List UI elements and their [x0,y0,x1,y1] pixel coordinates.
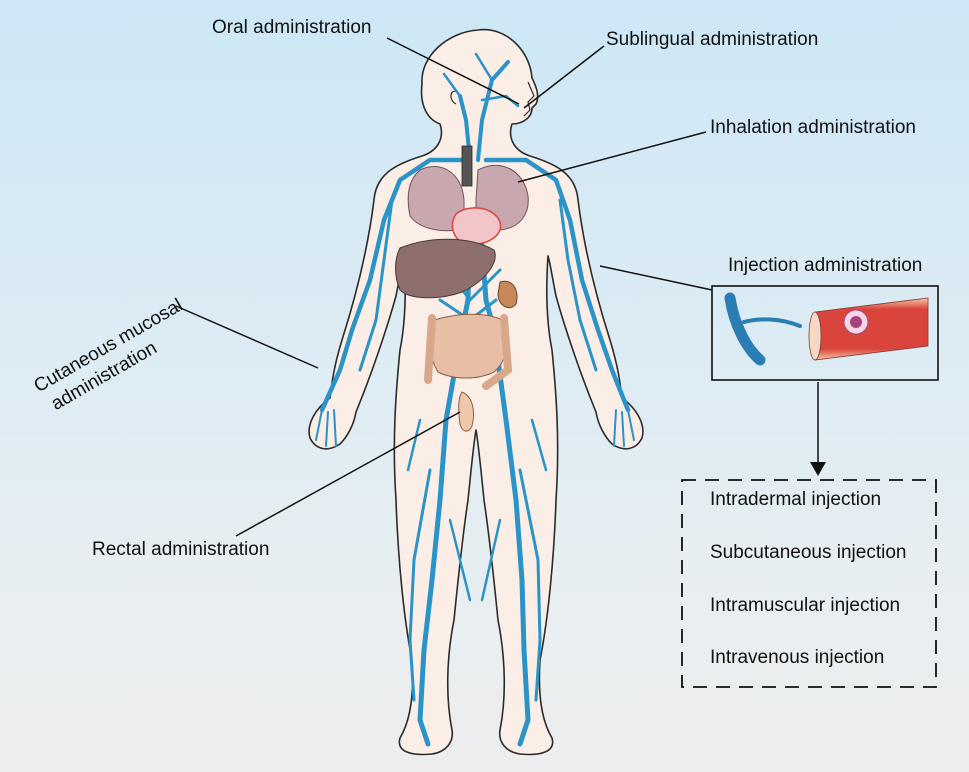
inhalation-leader [517,131,707,183]
injection-detail-box [711,285,939,381]
rectal-administration-label: Rectal administration [92,539,270,560]
left-lung [407,166,465,232]
heart [451,207,502,245]
cutaneous-leader [175,305,319,369]
large-intestine [424,314,513,390]
injection-leader [599,265,713,291]
oral-leader [386,37,520,105]
oral-administration-label: Oral administration [212,17,372,38]
kidney [497,280,518,309]
face-profile [523,81,535,117]
sublingual-administration-label: Sublingual administration [606,29,819,50]
leader-lines [175,37,819,537]
injection-type-item: Intradermal injection [710,489,882,510]
inhalation-administration-label: Inhalation administration [710,117,916,138]
injection-type-item: Intravenous injection [710,647,885,668]
injection-types-box [681,479,937,688]
vein-network [315,52,635,747]
trachea [461,145,473,187]
injection-administration-label: Injection administration [728,255,923,276]
organs [395,145,529,432]
injection-type-item: Intramuscular injection [710,595,901,616]
sublingual-leader [523,45,605,109]
vein-closeup-icon [724,292,802,366]
small-intestine [429,313,509,379]
liver [395,238,496,299]
blood-vessel-cell-icon [808,297,929,361]
rectal-leader [235,411,461,537]
injection-type-item: Subcutaneous injection [710,542,907,563]
rectum [458,391,475,432]
arrow-head-icon [810,462,826,476]
